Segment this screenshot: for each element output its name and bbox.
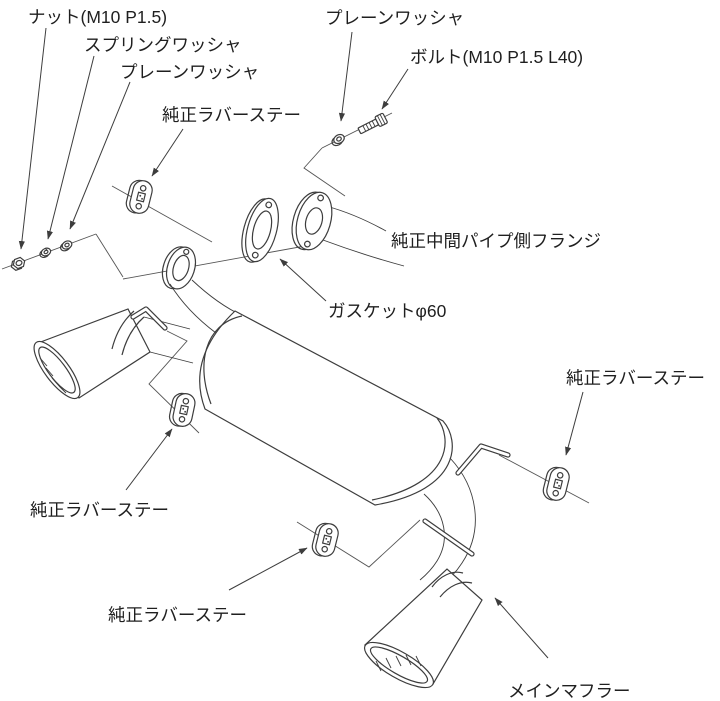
nut-drawing — [10, 256, 26, 272]
muffler-inlet-flange-drawing — [161, 246, 244, 334]
gasket-drawing — [241, 197, 279, 263]
main-muffler-label: メインマフラー — [508, 681, 631, 701]
rubber-stay-top — [125, 179, 153, 214]
leader-rubber-stay-left — [125, 428, 173, 491]
rubber-stay-right-label: 純正ラバーステー — [566, 368, 705, 388]
plain-washer-left-label: プレーンワッシャ — [120, 62, 259, 82]
right-tailpipe-vent-marks — [375, 654, 422, 672]
mid-pipe-flange-drawing — [291, 191, 405, 267]
bolt-drawing — [357, 112, 388, 135]
left-tailpipe-drawing — [33, 306, 194, 400]
leader-spring-washer — [46, 55, 95, 240]
nut-label: ナット(M10 P1.5) — [28, 7, 167, 27]
left-tailpipe-vent-marks — [39, 357, 67, 394]
mid-pipe-flange-label: 純正中間パイプ側フランジ — [391, 231, 601, 251]
plain-washer-top-label: プレーンワッシャ — [325, 8, 464, 28]
leader-bolt — [381, 68, 409, 110]
rubber-stay-left-label: 純正ラバーステー — [30, 500, 169, 520]
rubber-stay-top-label: 純正ラバーステー — [162, 105, 301, 125]
rubber-stay-bottom — [311, 522, 339, 557]
leader-rubber-stay-right — [565, 391, 584, 456]
leader-plain-washer-top — [338, 31, 353, 122]
leader-rubber-stay-top — [151, 128, 184, 177]
gasket-label: ガスケットφ60 — [328, 301, 447, 321]
leader-arrows — [18, 27, 584, 659]
bottom-hanger-rod — [422, 518, 475, 557]
leader-rubber-stay-bottom — [228, 547, 308, 591]
main-muffler-drawing — [199, 310, 453, 506]
part-labels: ナット(M10 P1.5) スプリングワッシャ プレーンワッシャ 純正ラバーステ… — [28, 7, 705, 701]
spring-washer-label: スプリングワッシャ — [84, 35, 242, 55]
leader-gasket — [279, 258, 327, 302]
plain-washer-top-drawing — [331, 133, 345, 147]
spring-washer-drawing — [39, 247, 52, 259]
right-tailpipe-drawing — [363, 568, 483, 689]
leader-plain-washer-left — [69, 81, 131, 230]
plain-washer-left-drawing — [59, 240, 73, 252]
rear-hanger-rod — [455, 443, 511, 476]
bolt-label: ボルト(M10 P1.5 L40) — [410, 47, 583, 67]
leader-nut — [18, 27, 47, 250]
rubber-stay-left — [168, 392, 196, 427]
rubber-stay-bottom-label: 純正ラバーステー — [108, 605, 247, 625]
rubber-stay-right — [542, 466, 570, 501]
leader-main-muffler — [494, 597, 549, 659]
